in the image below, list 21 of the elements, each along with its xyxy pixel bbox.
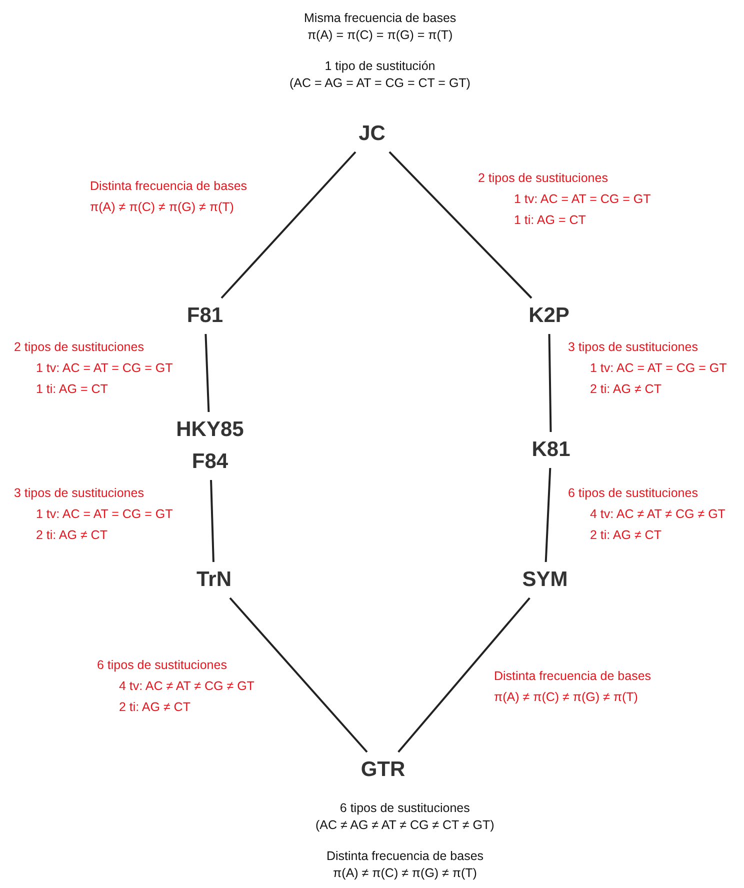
model-note: Distinta frecuencia de bases π(A) ≠ π(C) ≠ π(G) ≠ π(T) bbox=[326, 848, 484, 882]
model-name: HKY85 bbox=[175, 417, 245, 443]
connector-line bbox=[398, 597, 530, 753]
connector-line bbox=[220, 151, 356, 299]
model-name: K81 bbox=[530, 437, 572, 463]
model-note: Misma frecuencia de bases π(A) = π(C) = π(G) = π(T) bbox=[304, 10, 456, 44]
connector-line bbox=[548, 334, 552, 432]
model-name: GTR bbox=[360, 757, 406, 783]
model-note: 1 tipo de sustitución (AC = AG = AT = CG = CT = GT) bbox=[290, 58, 470, 92]
connector-line bbox=[210, 480, 214, 562]
model-name: JC bbox=[358, 121, 386, 147]
connector-line bbox=[229, 597, 368, 753]
model-name: F81 bbox=[186, 303, 224, 329]
model-name: TrN bbox=[195, 567, 232, 593]
model-name: F84 bbox=[190, 449, 230, 475]
model-note: 6 tipos de sustituciones (AC ≠ AG ≠ AT ≠ CG ≠ CT ≠ GT) bbox=[316, 800, 494, 834]
connector-line bbox=[204, 334, 210, 412]
model-name: SYM bbox=[521, 567, 569, 593]
connector-line bbox=[388, 151, 532, 299]
model-name: K2P bbox=[528, 303, 570, 329]
connector-line bbox=[544, 468, 552, 562]
